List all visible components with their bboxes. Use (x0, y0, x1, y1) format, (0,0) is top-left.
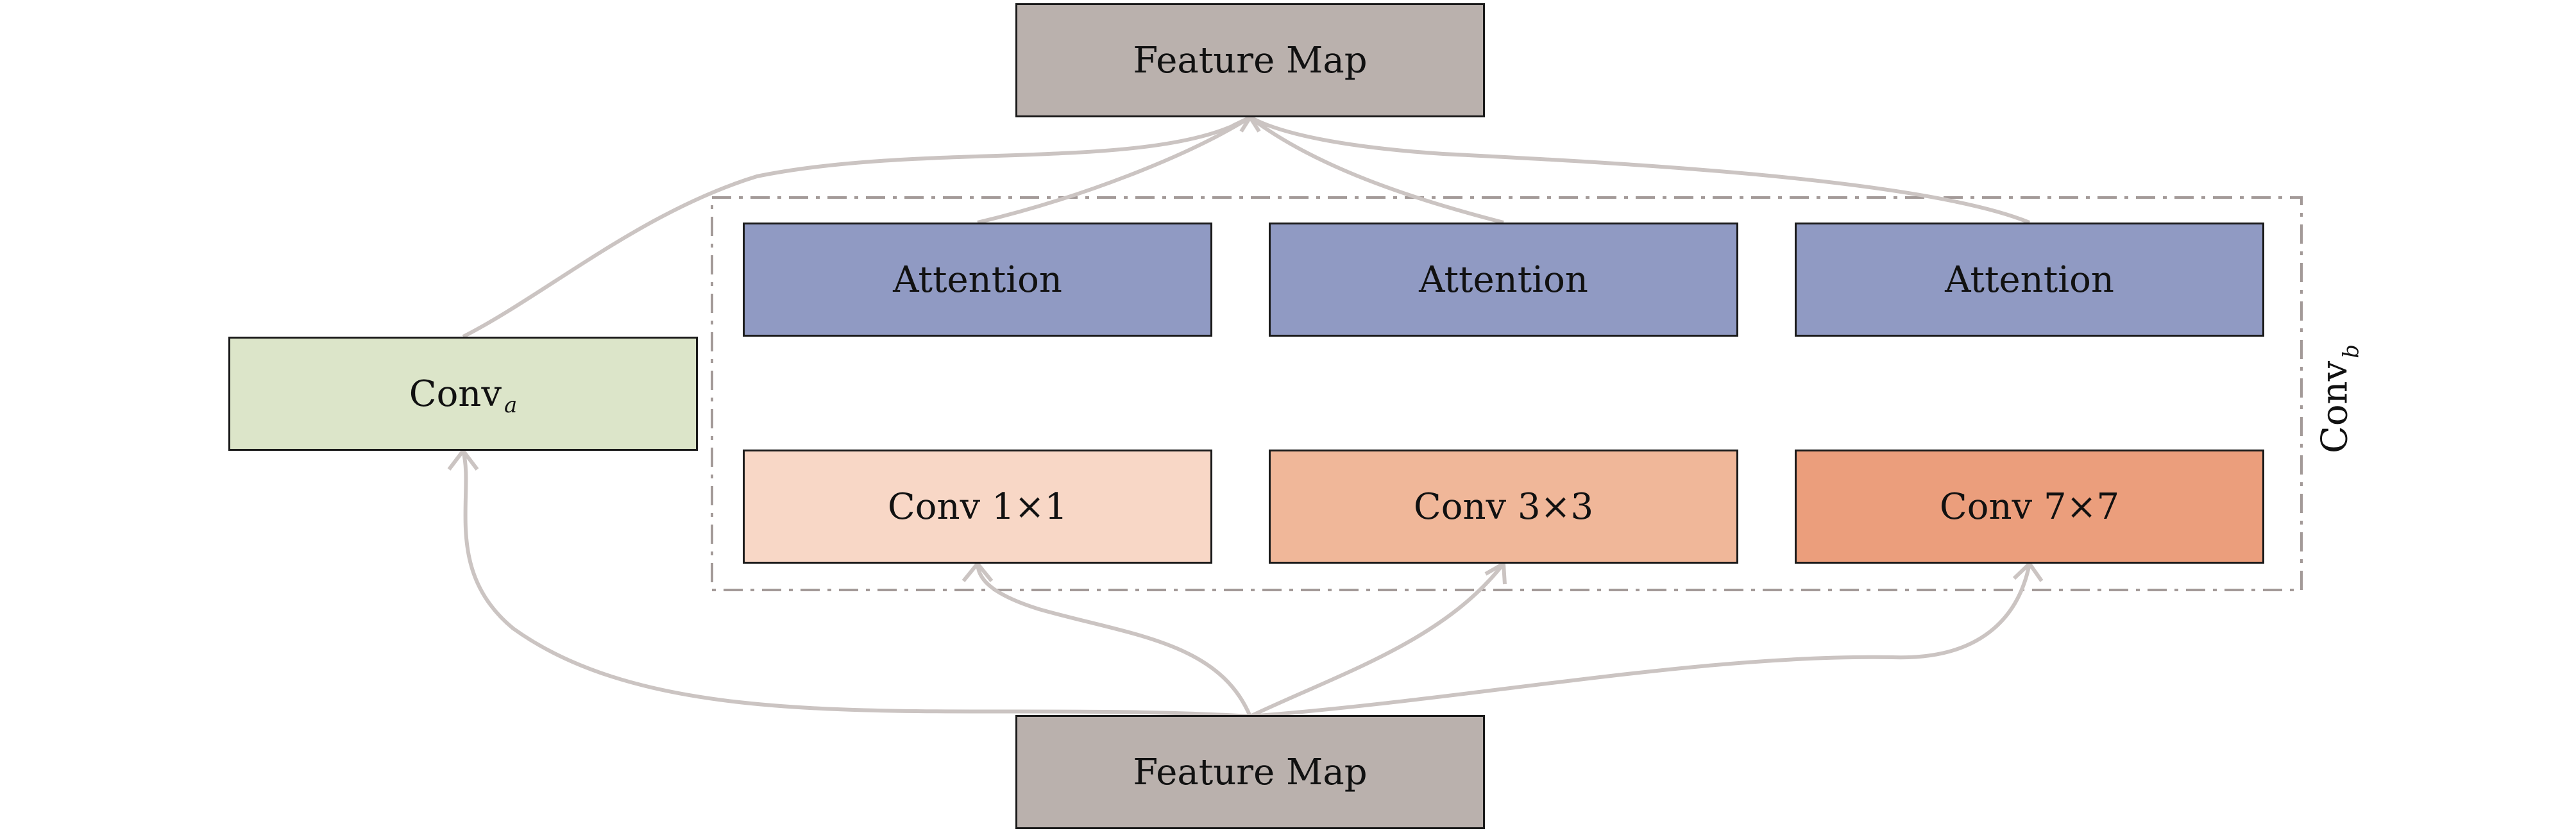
attention-node-2: Attention (1269, 223, 1738, 337)
conv-a-subscript: a (504, 392, 518, 418)
attention-node-1: Attention (743, 223, 1212, 337)
feature-map-top-node: Feature Map (1015, 3, 1485, 117)
feature-map-bottom-node: Feature Map (1015, 715, 1485, 829)
attention-2-label: Attention (1419, 258, 1588, 301)
conv-3x3-node: Conv 3×3 (1269, 450, 1738, 564)
conv-1x1-label: Conv 1×1 (887, 485, 1068, 528)
conv-a-label: Conv (409, 373, 502, 415)
arrowhead-conv-3x3 (1484, 560, 1507, 585)
conv-3x3-label: Conv 3×3 (1413, 485, 1594, 528)
edge-attention-1-to-feature-map (977, 115, 1251, 224)
edge-feature-map-to-conv-1x1 (976, 563, 1252, 718)
edge-conv-a-to-feature-map (462, 115, 1251, 339)
feature-map-bottom-label: Feature Map (1133, 751, 1368, 793)
conv-7x7-label: Conv 7×7 (1939, 485, 2120, 528)
edge-feature-map-to-conv-3x3 (1249, 562, 1505, 718)
attention-1-label: Attention (893, 258, 1062, 301)
arrowhead-feature-map-top (1232, 114, 1269, 133)
arrowhead-conv-a (447, 448, 479, 471)
convb-label-text: Conv (2314, 360, 2356, 454)
edge-attention-3-to-feature-map (1249, 115, 2031, 224)
edge-feature-map-to-conv-7x7 (1250, 563, 2031, 718)
conv-7x7-node: Conv 7×7 (1795, 450, 2264, 564)
edge-attention-2-to-feature-map (1249, 115, 1504, 224)
arrowhead-conv-1x1 (962, 560, 994, 582)
arrowhead-conv-7x7 (2012, 560, 2044, 582)
convb-group-label: Conv b (2314, 344, 2364, 454)
conv-1x1-node: Conv 1×1 (743, 450, 1212, 564)
feature-map-top-label: Feature Map (1133, 39, 1368, 81)
attention-node-3: Attention (1795, 223, 2264, 337)
convb-group-border (711, 196, 2303, 591)
convb-label-subscript: b (2338, 344, 2364, 358)
attention-3-label: Attention (1945, 258, 2114, 301)
edge-feature-map-to-conv-a (461, 450, 1251, 718)
